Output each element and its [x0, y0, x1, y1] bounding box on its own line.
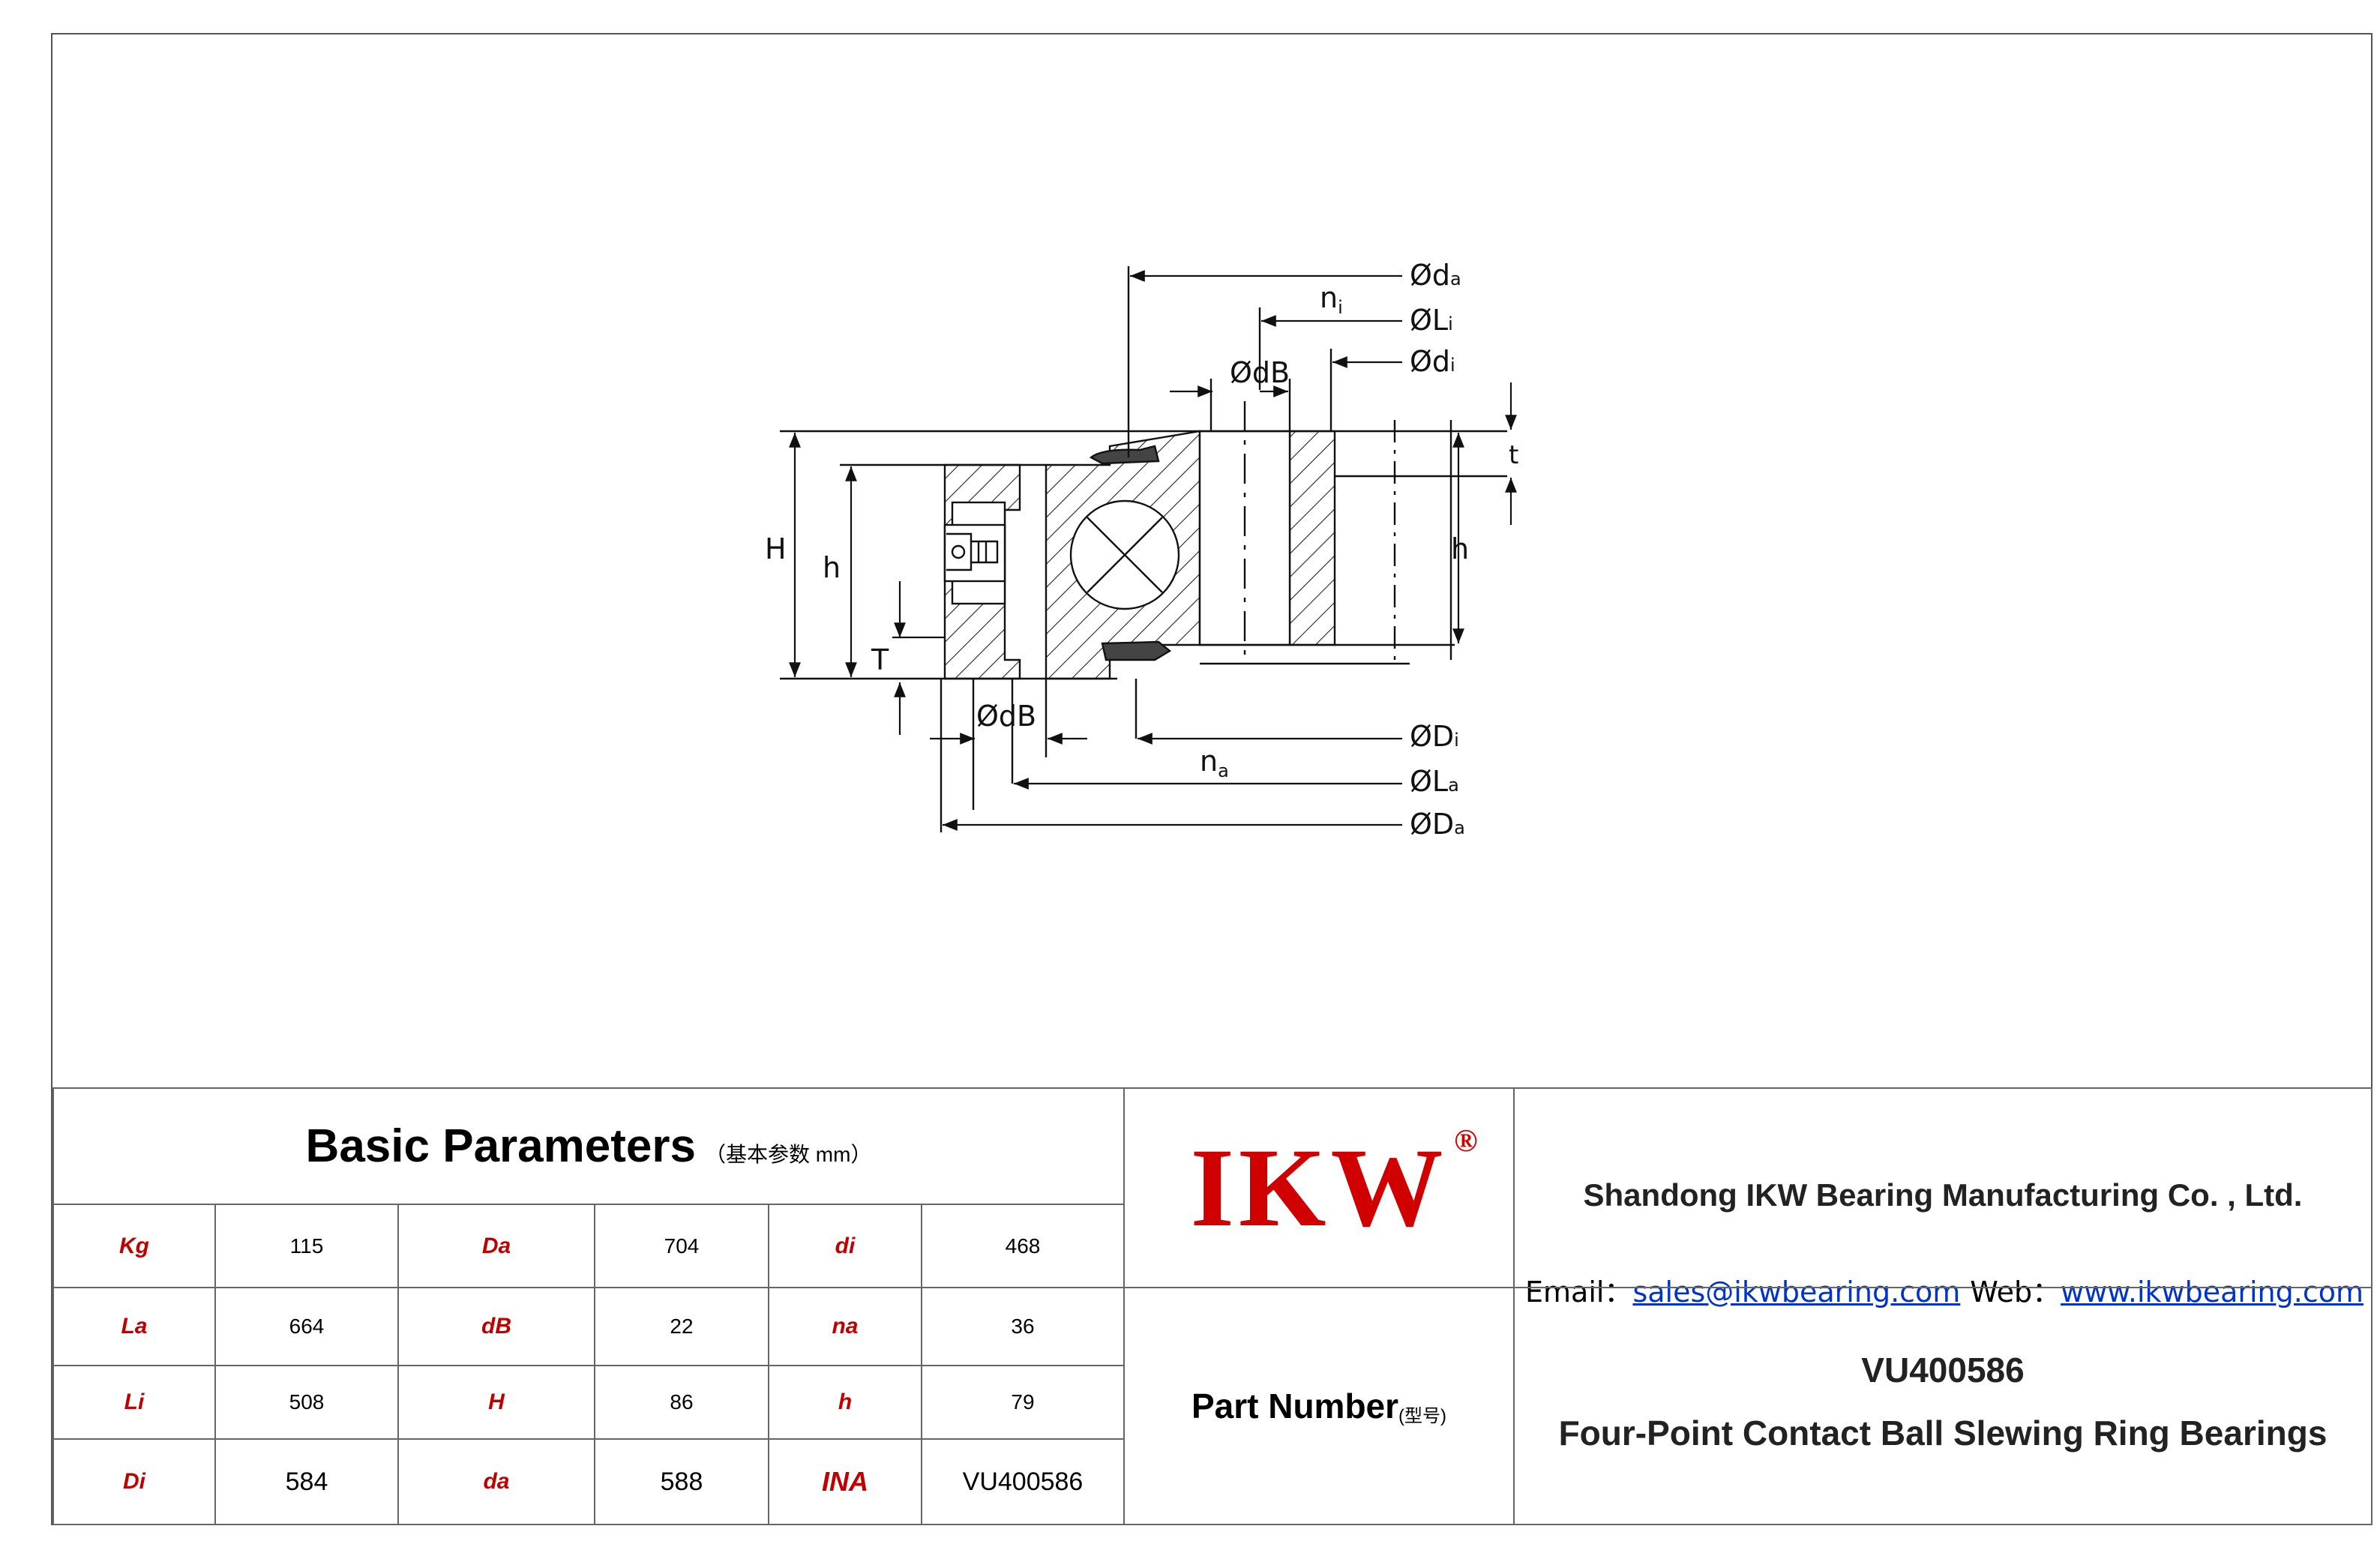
table-title-cell: Basic Parameters （基本参数 mm） [52, 1087, 1125, 1205]
label-li: ØL [1410, 304, 1448, 337]
web-link[interactable]: www.ikwbearing.com [2061, 1276, 2364, 1309]
svg-text:ØDa: ØDa [1410, 808, 1465, 841]
label-di: Ød [1410, 345, 1450, 378]
param-label: La [52, 1287, 216, 1366]
label-Da: ØD [1410, 808, 1454, 841]
param-label: da [397, 1438, 595, 1525]
param-label: di [768, 1204, 922, 1288]
company-cell: Shandong IKW Bearing Manufacturing Co. ,… [1513, 1087, 2373, 1309]
param-value: 704 [594, 1204, 769, 1288]
svg-text:na: na [1200, 745, 1229, 781]
web-label: Web： [1970, 1276, 2061, 1309]
param-value: 508 [214, 1365, 399, 1440]
part-number-cell: VU400586 Four-Point Contact Ball Slewing… [1513, 1287, 2373, 1525]
param-label: INA [768, 1438, 922, 1525]
param-value: 588 [594, 1438, 769, 1525]
label-db-top: ØdB [1230, 356, 1290, 389]
logo-cell: IKW® [1123, 1087, 1515, 1288]
bottom-seal [1101, 640, 1172, 661]
param-value: 36 [921, 1287, 1125, 1366]
label-t-small: t [1509, 440, 1518, 470]
label-h-left: h [823, 551, 841, 584]
svg-text:ØLa: ØLa [1410, 765, 1459, 798]
param-value: 22 [594, 1287, 769, 1366]
param-value: VU400586 [921, 1438, 1125, 1525]
param-value: 79 [921, 1365, 1125, 1440]
param-label: Da [397, 1204, 595, 1288]
param-value: 584 [214, 1438, 399, 1525]
param-label: Di [52, 1438, 216, 1525]
param-label: na [768, 1287, 922, 1366]
label-da: Ød [1410, 259, 1450, 292]
label-db-bottom: ØdB [976, 700, 1036, 733]
param-label: dB [397, 1287, 595, 1366]
label-Di: ØD [1410, 720, 1454, 753]
table-title-unit: （基本参数 mm） [705, 1142, 872, 1166]
svg-text:ØDi: ØDi [1410, 720, 1459, 753]
table-title: Basic Parameters [305, 1120, 697, 1172]
part-number: VU400586 [1861, 1351, 2025, 1390]
contact-line: Email：sales@ikwbearing.com Web：www.ikwbe… [1525, 1269, 2364, 1310]
param-value: 664 [214, 1287, 399, 1366]
param-label: Li [52, 1365, 216, 1440]
param-value: 468 [921, 1204, 1125, 1288]
right-ring-section [1288, 430, 1336, 646]
company-name: Shandong IKW Bearing Manufacturing Co. ,… [1583, 1177, 2303, 1213]
param-label: H [397, 1365, 595, 1440]
label-h-right: h [1451, 532, 1469, 565]
label-La: ØL [1410, 765, 1448, 798]
svg-text:Øda: Øda [1410, 259, 1461, 292]
email-label: Email： [1525, 1276, 1633, 1309]
svg-text:ØLi: ØLi [1410, 304, 1453, 337]
svg-text:ni: ni [1320, 281, 1343, 318]
bearing-cross-section-drawing: Øda ni ØLi ØdB Ødi t h H h T ØdB ØDi na … [765, 259, 1518, 841]
part-number-label-cn: (型号) [1398, 1405, 1447, 1426]
part-description: Four-Point Contact Ball Slewing Ring Bea… [1558, 1414, 2328, 1453]
ikw-logo: IKW® [1190, 1124, 1482, 1250]
param-label: h [768, 1365, 922, 1440]
part-number-label: Part Number [1191, 1387, 1399, 1426]
part-number-label-cell: Part Number (型号) [1123, 1287, 1515, 1525]
svg-text:Ødi: Ødi [1410, 345, 1455, 378]
label-H: H [765, 532, 787, 565]
top-seal [1089, 445, 1160, 465]
param-value: 115 [214, 1204, 399, 1288]
label-T: T [871, 643, 889, 676]
email-link[interactable]: sales@ikwbearing.com [1632, 1276, 1961, 1309]
param-label: Kg [52, 1204, 216, 1288]
param-value: 86 [594, 1365, 769, 1440]
